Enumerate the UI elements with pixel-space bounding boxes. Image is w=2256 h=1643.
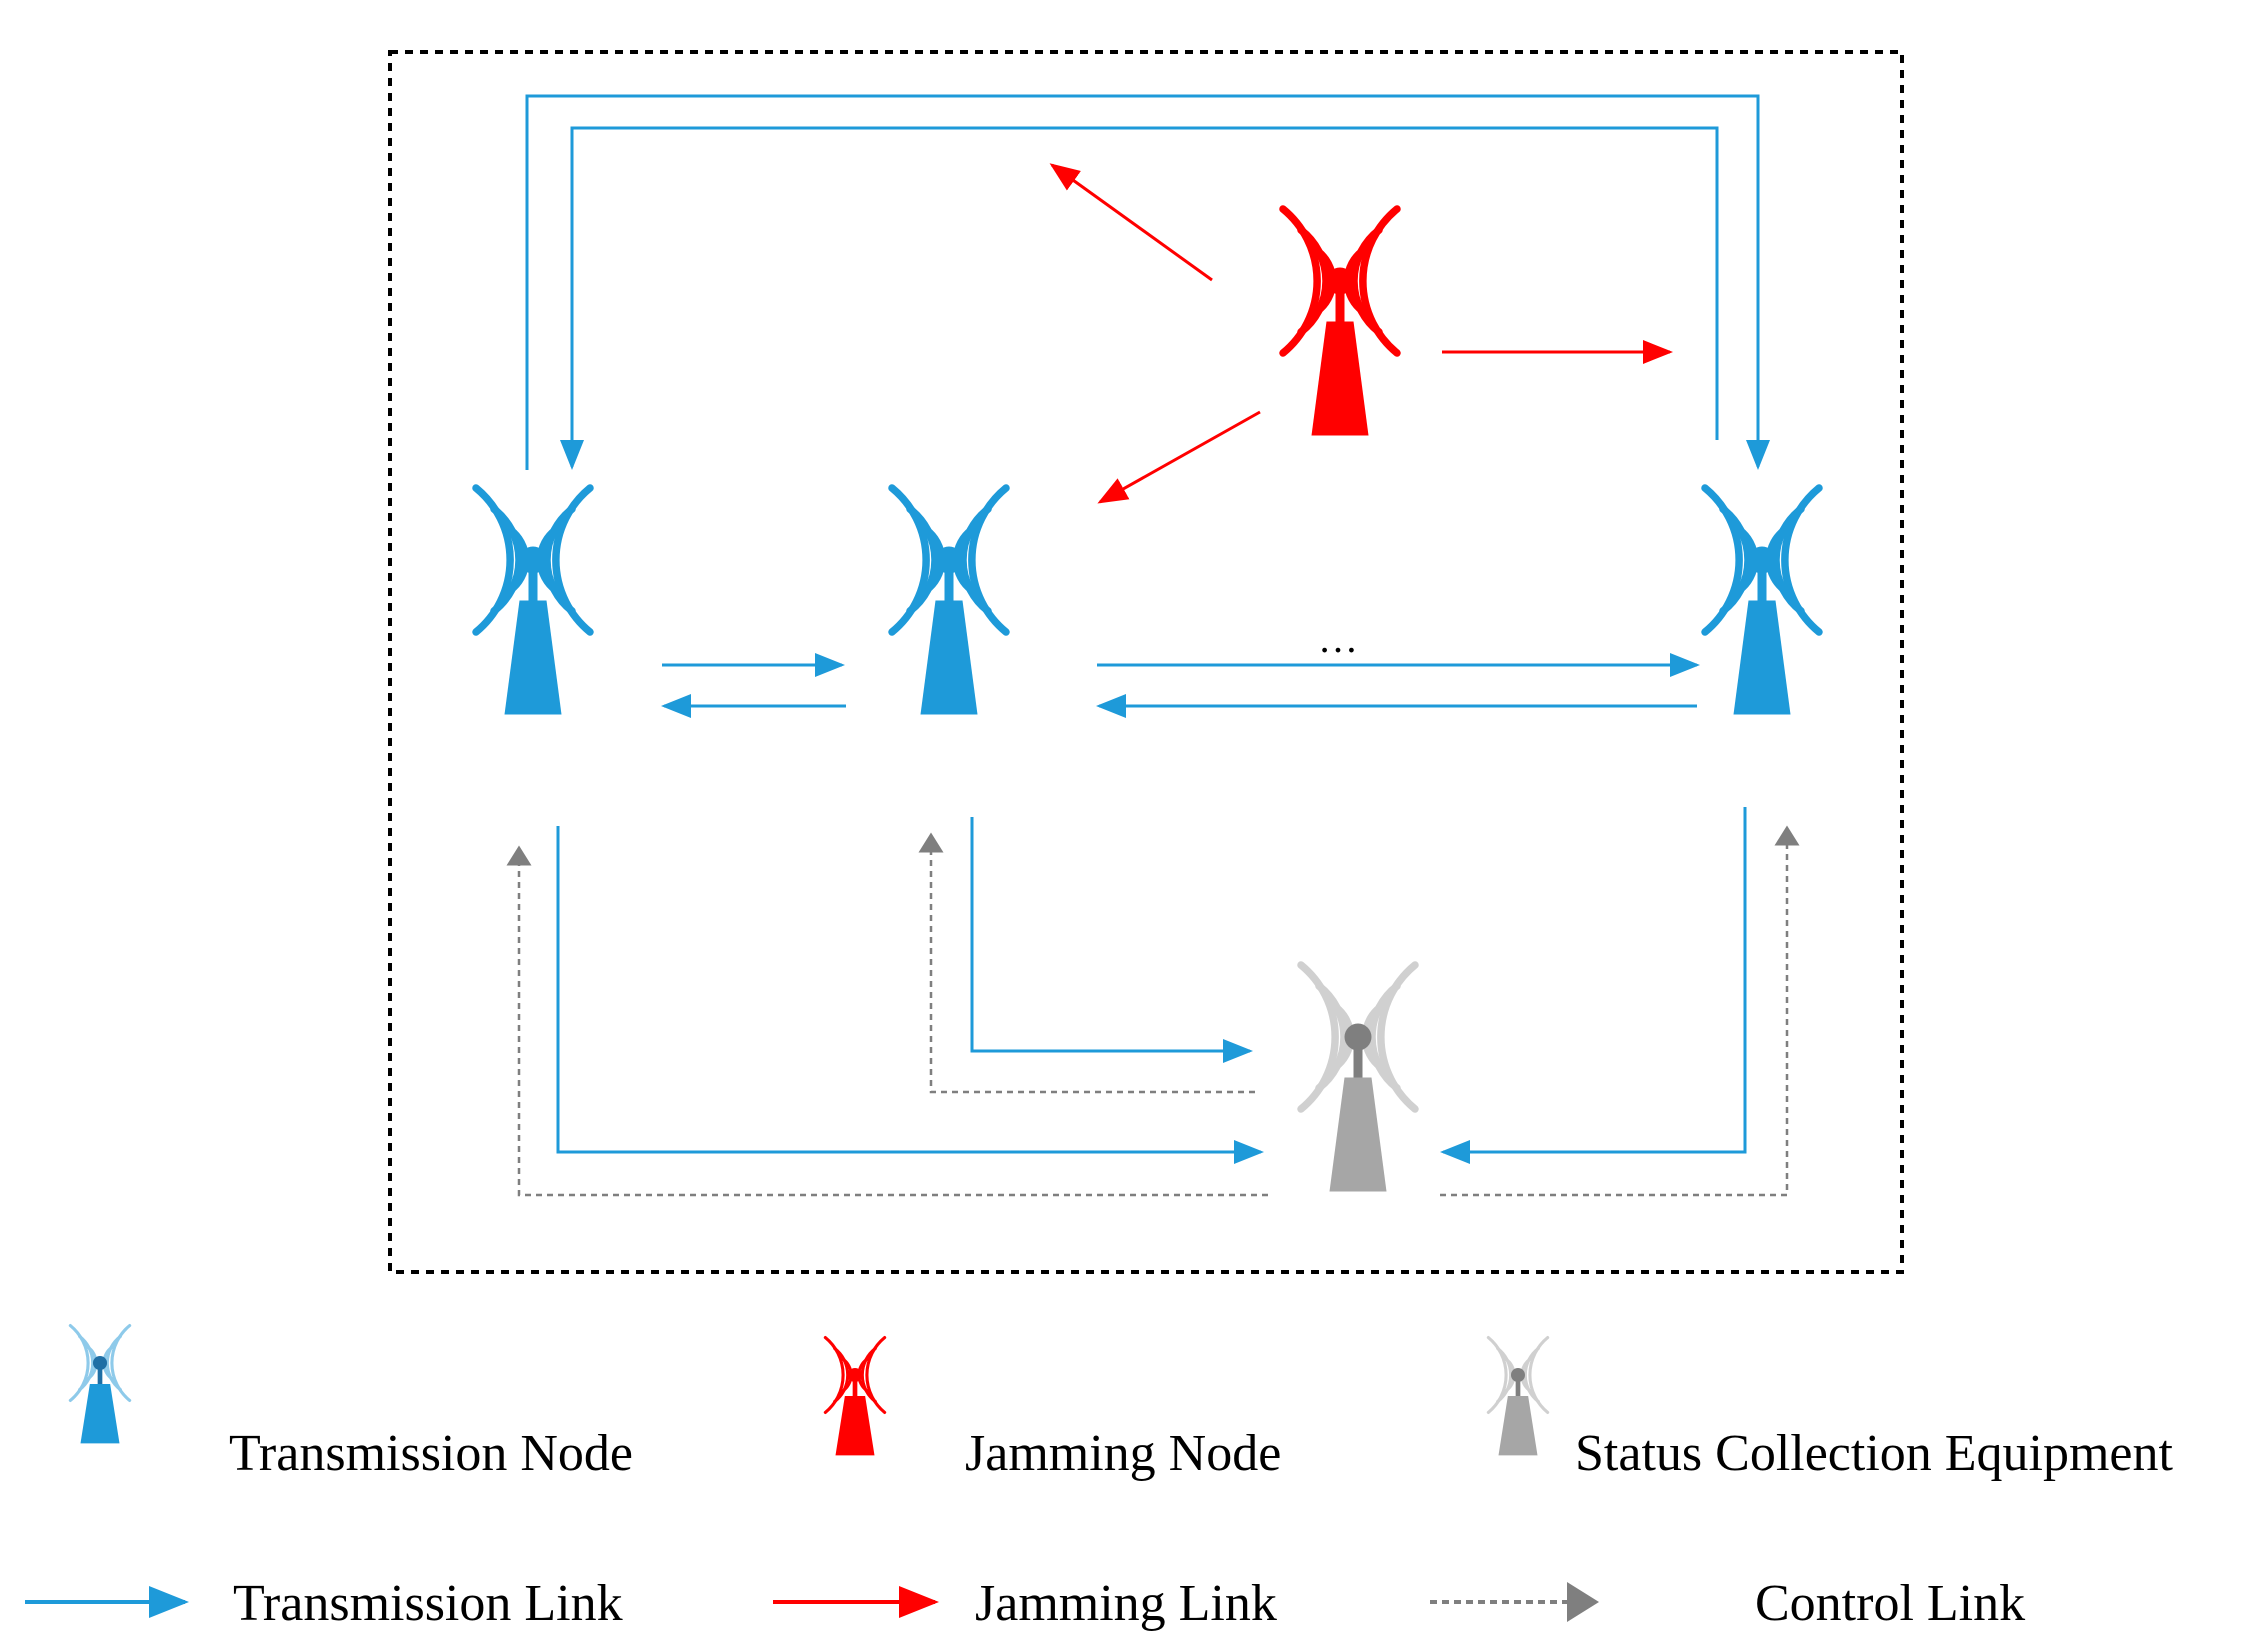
- transmission-link-2-to-status: [970, 817, 1253, 1063]
- legend-jamming-node-label: Jamming Node: [965, 1425, 1281, 1482]
- jamming-link-up-left: [1049, 163, 1213, 282]
- transmission-link-top-outer: [525, 94, 1770, 470]
- status-collection-equipment: [1297, 961, 1419, 1192]
- radio-tower-icon: [1279, 205, 1401, 436]
- transmission-link-top-inner: [560, 126, 1719, 470]
- legend: Transmission Node Jamming Node: [25, 1324, 2174, 1632]
- transmission-node-1: [472, 484, 594, 715]
- network-boundary: [388, 50, 1904, 1274]
- transmission-link-3-to-status: [1440, 807, 1747, 1164]
- transmission-node-2: [888, 484, 1010, 715]
- legend-transmission-node-icon: [68, 1324, 132, 1444]
- legend-status-collection-icon: [1486, 1336, 1550, 1456]
- radio-tower-icon: [1297, 961, 1419, 1192]
- legend-jamming-link-label: Jamming Link: [975, 1575, 1277, 1632]
- transmission-node-3: [1701, 484, 1823, 715]
- transmission-link-1-to-status: [556, 826, 1264, 1164]
- control-link-status-to-3: [1440, 825, 1800, 1197]
- legend-status-collection-label: Status Collection Equipment: [1575, 1425, 2174, 1482]
- control-link-status-to-2: [918, 832, 1255, 1094]
- control-link-status-to-1: [506, 845, 1268, 1197]
- legend-transmission-link-label: Transmission Link: [233, 1575, 623, 1632]
- legend-control-link-label: Control Link: [1755, 1575, 2025, 1632]
- legend-transmission-node-label: Transmission Node: [229, 1425, 633, 1482]
- radio-tower-icon: [1486, 1336, 1550, 1456]
- radio-tower-icon: [823, 1336, 887, 1456]
- radio-tower-icon: [472, 484, 594, 715]
- legend-jamming-node-icon: [823, 1336, 887, 1456]
- jamming-node: [1279, 205, 1401, 436]
- jamming-link-down-left: [1097, 410, 1261, 504]
- radio-tower-icon: [1701, 484, 1823, 715]
- ellipsis-label: …: [1318, 616, 1358, 661]
- radio-tower-icon: [888, 484, 1010, 715]
- radio-tower-icon: [68, 1324, 132, 1444]
